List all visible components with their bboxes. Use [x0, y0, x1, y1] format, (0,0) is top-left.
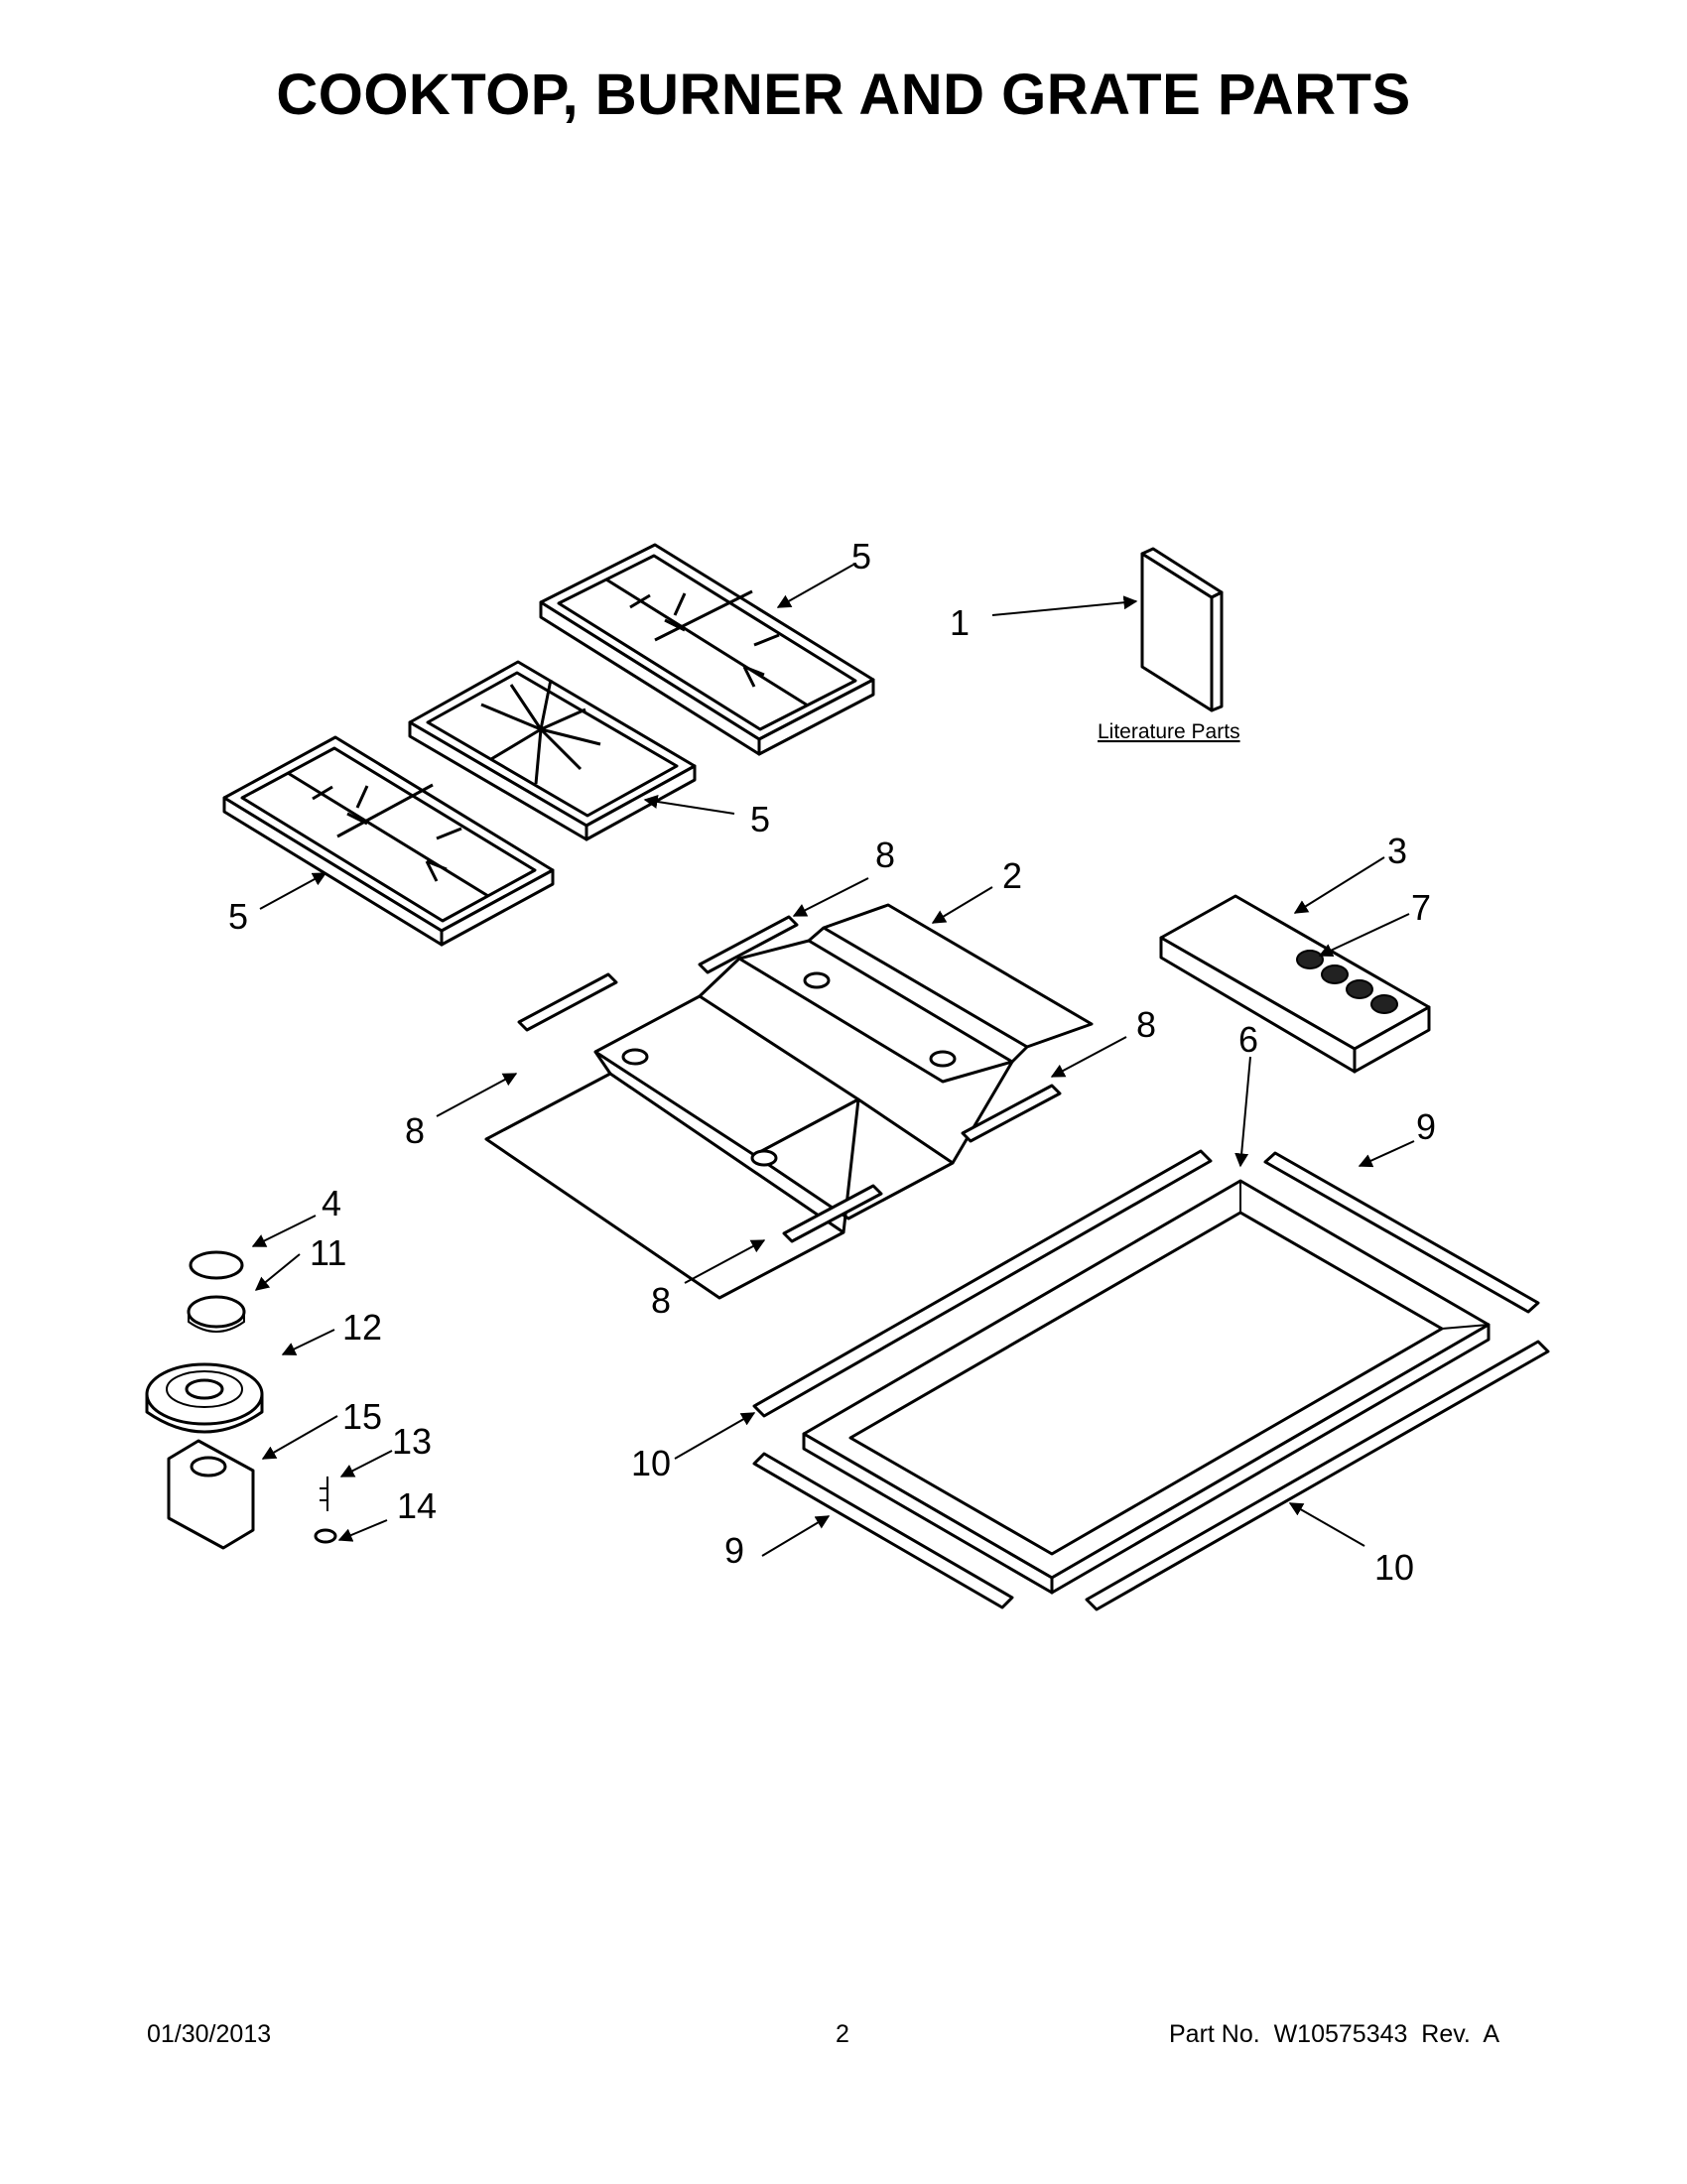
footer-part-number: Part No. W10575343 Rev. A: [1169, 2020, 1500, 2048]
cooktop-frame: [802, 1179, 1491, 1595]
callout-8-right: 8: [1136, 1004, 1156, 1045]
literature-parts-label: Literature Parts: [1098, 720, 1240, 743]
callout-15: 15: [342, 1396, 382, 1437]
burner-assembly: [145, 1250, 337, 1550]
footer-page-number: 2: [836, 2020, 849, 2048]
grate-front: [222, 735, 555, 947]
o-ring: [314, 1528, 337, 1544]
callout-6: 6: [1238, 1019, 1258, 1060]
control-knobs: [1296, 950, 1398, 1014]
literature-parts-booklet: [1140, 547, 1224, 712]
burner-orifice-holder: [167, 1439, 255, 1550]
callout-4: 4: [322, 1183, 341, 1223]
callout-14: 14: [397, 1485, 437, 1526]
callout-11: 11: [310, 1232, 346, 1273]
control-panel: [1159, 894, 1431, 1074]
callout-9-right: 9: [1416, 1106, 1436, 1147]
callout-5-front: 5: [228, 896, 248, 937]
callout-9-left: 9: [724, 1530, 744, 1571]
burner-cap: [189, 1250, 244, 1280]
callout-13: 13: [392, 1421, 432, 1462]
callout-2: 2: [1002, 855, 1022, 896]
callout-12: 12: [342, 1307, 382, 1348]
insulation-strips: [517, 915, 1062, 1243]
callout-5-rear: 5: [851, 536, 871, 577]
callout-8-bottom: 8: [651, 1280, 671, 1321]
grate-rear: [539, 543, 875, 756]
callout-5-middle: 5: [750, 799, 770, 839]
burner-head: [187, 1295, 246, 1329]
spark-electrode: [320, 1477, 328, 1511]
callout-10-left: 10: [631, 1443, 671, 1483]
trim-strips: [752, 1149, 1550, 1611]
callout-10-right: 10: [1374, 1547, 1414, 1588]
callout-8-left: 8: [405, 1110, 425, 1151]
leader-lines: [251, 564, 1415, 1557]
grate-middle: [408, 660, 697, 841]
page-title: COOKTOP, BURNER AND GRATE PARTS: [276, 63, 1411, 127]
callout-1: 1: [950, 602, 970, 643]
footer-date: 01/30/2013: [147, 2020, 272, 2048]
callout-8-top: 8: [875, 835, 895, 875]
callout-3: 3: [1387, 831, 1407, 871]
callout-7: 7: [1411, 887, 1431, 928]
